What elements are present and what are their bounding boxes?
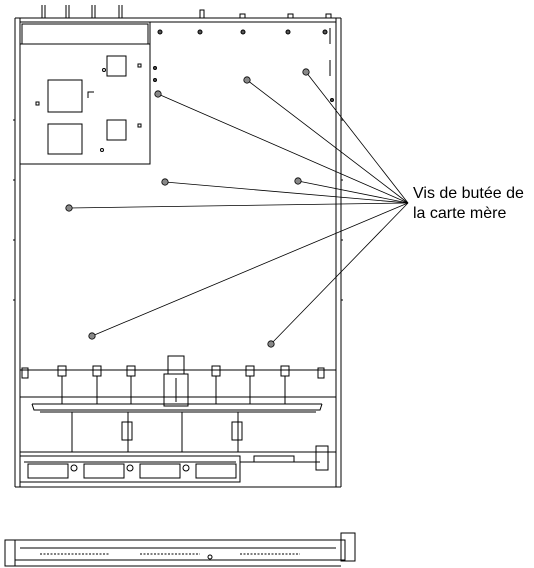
fan-bay	[20, 355, 336, 453]
power-supply-cage	[19, 21, 151, 165]
callout-line-2: la carte mère	[413, 205, 507, 222]
standoff-screw	[302, 68, 310, 76]
standoff-screws	[65, 68, 310, 348]
fan-posts	[21, 365, 325, 404]
standoff-screw	[88, 332, 96, 340]
drive-backplane	[19, 445, 329, 483]
callout-line-1: Vis de butée de	[413, 185, 524, 202]
chassis-outline	[13, 17, 343, 487]
front-panel	[4, 486, 356, 567]
standoff-screw	[267, 340, 275, 348]
board-holes	[153, 29, 334, 102]
standoff-screw	[65, 204, 73, 212]
standoff-screw	[294, 177, 302, 185]
standoff-callout-label: Vis de butée de la carte mère	[413, 184, 531, 224]
standoff-screw	[161, 178, 169, 186]
callout-leaders	[68, 71, 409, 345]
standoff-screw	[243, 76, 251, 84]
standoff-screw	[154, 90, 162, 98]
rear-tabs	[41, 5, 332, 19]
